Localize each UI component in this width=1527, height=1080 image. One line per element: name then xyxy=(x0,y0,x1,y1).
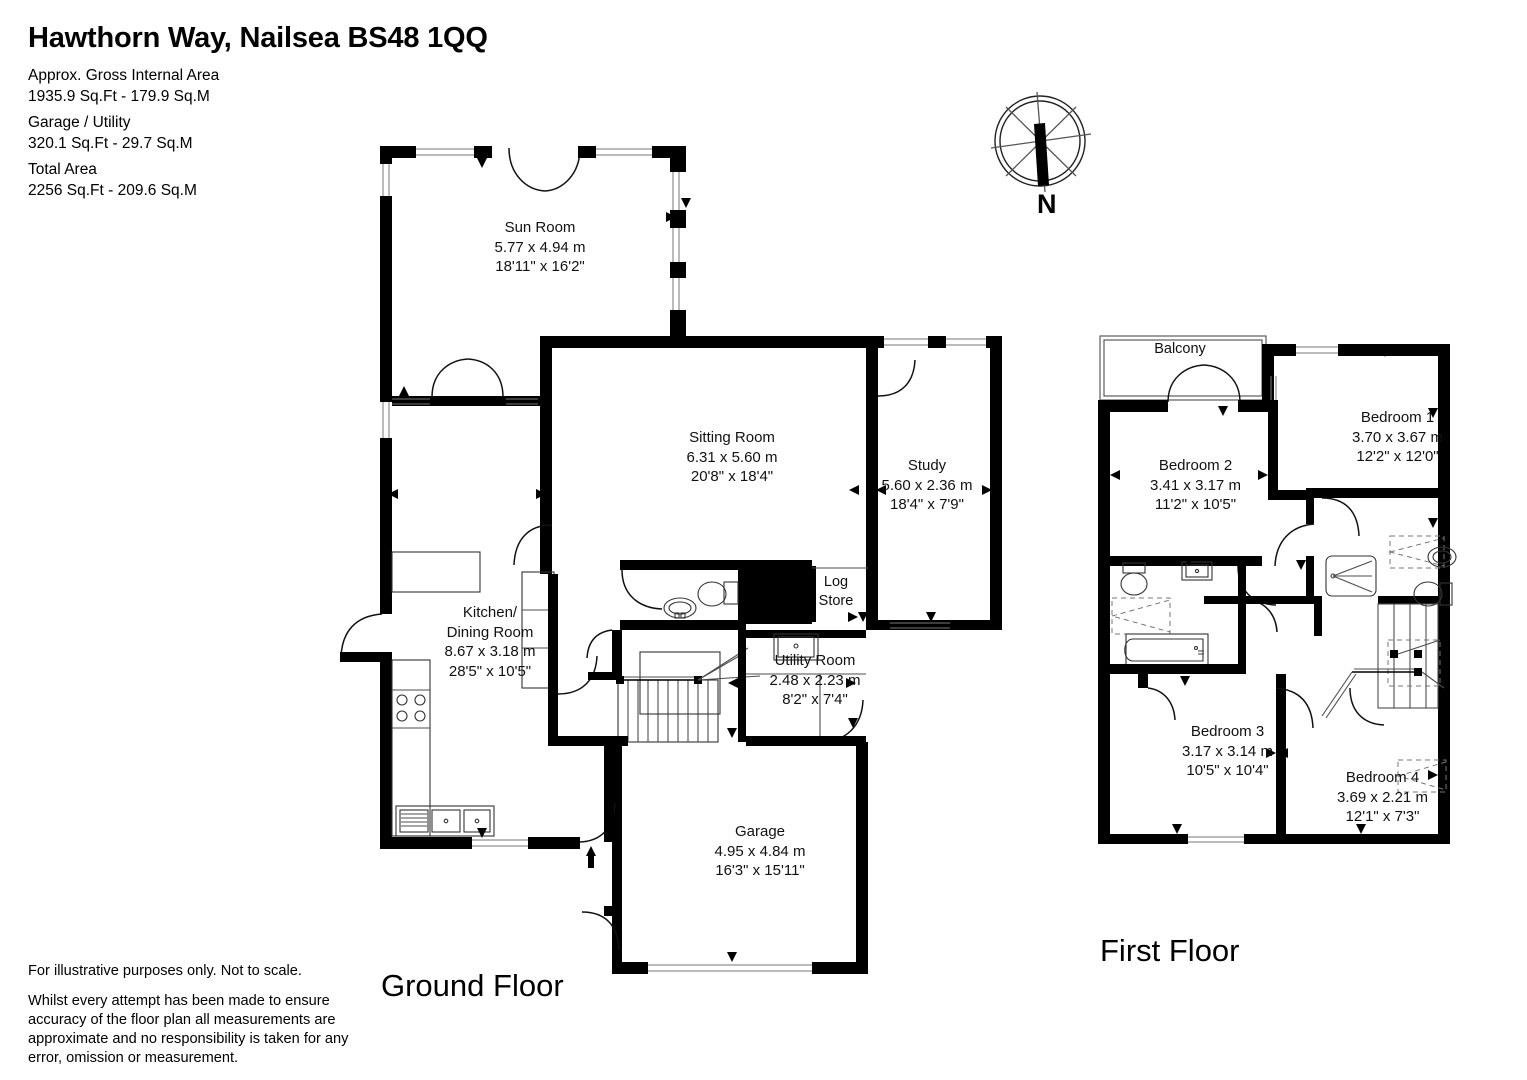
room-name-bedroom-3: Bedroom 3 xyxy=(1190,723,1265,740)
window-study-top-2 xyxy=(946,338,988,346)
room-metric-bedroom-3: 3.17 x 3.14 m xyxy=(1182,742,1273,760)
room-imperial-bedroom-3: 10'5" x 10'4" xyxy=(1186,762,1269,779)
window-bed1-left xyxy=(1270,376,1277,400)
room-name-utility-room: Utility Room xyxy=(774,652,856,669)
garage-door xyxy=(648,964,814,972)
area-label-total: Total Area xyxy=(28,161,97,178)
window-sunroom-right-3 xyxy=(672,278,680,310)
kitchen-sink xyxy=(395,805,495,837)
room-metric-sun-room: 5.77 x 4.94 m xyxy=(494,238,586,256)
room-label-sitting-room: Sitting Room 6.31 x 5.60 m 20'8" x 18'4" xyxy=(632,428,832,487)
first-floor-title: First Floor xyxy=(1100,933,1240,968)
ground-floor-title: Ground Floor xyxy=(381,968,564,1003)
window-bed1-top xyxy=(1296,346,1340,354)
ground-floor-plan xyxy=(340,146,1002,974)
room-name-balcony: Balcony xyxy=(1154,341,1206,357)
window-kitchen-bottom xyxy=(472,839,530,847)
window-sunroom-bottom-2 xyxy=(506,398,540,405)
disclaimer-line-1: For illustrative purposes only. Not to s… xyxy=(28,963,302,979)
room-name-log-store-line2: Store xyxy=(818,592,854,609)
room-metric-utility-room: 2.48 x 2.23 m xyxy=(769,671,861,689)
kitchen-counter-upper xyxy=(391,551,481,593)
room-label-study: Study 5.60 x 2.36 m 18'4" x 7'9" xyxy=(832,456,1022,515)
room-metric-study: 5.60 x 2.36 m xyxy=(881,476,973,494)
room-name-kitchen-line1: Kitchen/ xyxy=(462,604,518,621)
area-value-total: 2256 Sq.Ft - 209.6 Sq.M xyxy=(28,181,197,199)
room-imperial-sitting-room: 20'8" x 18'4" xyxy=(690,468,774,485)
window-study-bottom xyxy=(890,622,950,629)
area-summary-gross: Approx. Gross Internal Area 1935.9 Sq.Ft… xyxy=(28,66,219,107)
room-imperial-garage: 16'3" x 15'11" xyxy=(715,862,805,879)
area-summary-total: Total Area 2256 Sq.Ft - 209.6 Sq.M xyxy=(28,160,197,201)
room-imperial-bedroom-2: 11'2" x 10'5" xyxy=(1154,496,1237,513)
room-name-sitting-room: Sitting Room xyxy=(689,429,775,446)
dimension-arrows-first xyxy=(1110,347,1438,834)
room-imperial-bedroom-4: 12'1" x 7'3" xyxy=(1345,808,1420,825)
wc-toilet xyxy=(697,581,739,607)
compass-rose xyxy=(990,91,1092,193)
room-imperial-study: 18'4" x 7'9" xyxy=(890,496,964,513)
dimension-arrows-ground xyxy=(388,158,992,962)
window-sunroom-right-2 xyxy=(672,228,680,262)
room-label-bedroom-2: Bedroom 2 3.41 x 3.17 m 11'2" x 10'5" xyxy=(1108,456,1283,515)
compass-north-label: N xyxy=(1037,189,1057,219)
room-label-bedroom-4: Bedroom 4 3.69 x 2.21 m 12'1" x 7'3" xyxy=(1295,768,1470,827)
room-name-sun-room: Sun Room xyxy=(504,219,576,236)
area-value-gross: 1935.9 Sq.Ft - 179.9 Sq.M xyxy=(28,87,210,105)
room-metric-bedroom-1: 3.70 x 3.67 m xyxy=(1352,428,1443,446)
disclaimer-text: For illustrative purposes only. Not to s… xyxy=(28,962,358,1068)
window-sunroom-right-1 xyxy=(672,172,680,210)
room-label-utility-room: Utility Room 2.48 x 2.23 m 8'2" x 7'4" xyxy=(715,651,915,710)
room-name-kitchen-line2: Dining Room xyxy=(446,623,534,641)
room-name-log-store-line1: Log xyxy=(823,574,849,590)
room-name-bedroom-1: Bedroom 1 xyxy=(1360,409,1435,426)
wc-basin xyxy=(663,597,697,619)
room-imperial-kitchen: 28'5" x 10'5" xyxy=(448,662,532,680)
area-label-garage: Garage / Utility xyxy=(28,114,131,131)
window-sunroom-top-1 xyxy=(416,148,474,156)
room-name-bedroom-2: Bedroom 2 xyxy=(1158,457,1233,474)
window-sunroom-top-2 xyxy=(596,148,652,156)
room-metric-kitchen: 8.67 x 3.18 m xyxy=(444,643,536,660)
room-name-bedroom-4: Bedroom 4 xyxy=(1345,769,1420,786)
room-name-garage: Garage xyxy=(734,823,786,840)
window-sunroom-left-lower xyxy=(382,402,390,438)
room-metric-sitting-room: 6.31 x 5.60 m xyxy=(686,448,778,466)
room-imperial-sun-room: 18'11" x 16'2" xyxy=(495,258,585,275)
room-metric-bedroom-4: 3.69 x 2.21 m xyxy=(1337,788,1428,806)
room-imperial-bedroom-1: 12'2" x 12'0" xyxy=(1356,448,1439,465)
utility-sink xyxy=(773,633,819,661)
area-label-gross: Approx. Gross Internal Area xyxy=(28,67,220,84)
window-study-top-1 xyxy=(884,338,930,346)
area-summary-garage: Garage / Utility 320.1 Sq.Ft - 29.7 Sq.M xyxy=(28,113,193,154)
staircase-first xyxy=(1321,603,1445,719)
room-imperial-utility-room: 8'2" x 7'4" xyxy=(782,691,848,708)
bedroom4-wardrobe xyxy=(1396,759,1447,793)
room-label-balcony: Balcony xyxy=(1120,340,1240,359)
bathroom-fixtures xyxy=(1110,561,1213,667)
room-label-bedroom-3: Bedroom 3 3.17 x 3.14 m 10'5" x 10'4" xyxy=(1140,722,1315,781)
room-label-kitchen-dining: Kitchen/ Dining Room 8.67 x 3.18 m 28'5"… xyxy=(400,603,580,681)
room-metric-garage: 4.95 x 4.84 m xyxy=(714,842,806,860)
ensuite-fixtures xyxy=(1325,535,1457,607)
room-label-garage: Garage 4.95 x 4.84 m 16'3" x 15'11" xyxy=(670,822,850,881)
room-label-sun-room: Sun Room 5.77 x 4.94 m 18'11" x 16'2" xyxy=(440,218,640,277)
area-value-garage: 320.1 Sq.Ft - 29.7 Sq.M xyxy=(28,134,193,152)
disclaimer-line-2: Whilst every attempt has been made to en… xyxy=(28,992,349,1066)
room-label-bedroom-1: Bedroom 1 3.70 x 3.67 m 12'2" x 12'0" xyxy=(1310,408,1485,467)
room-label-log-store: Log Store xyxy=(790,573,882,611)
first-floor-plan xyxy=(1098,335,1457,844)
page-title: Hawthorn Way, Nailsea BS48 1QQ xyxy=(28,22,488,54)
window-sunroom-bottom-1 xyxy=(392,398,430,405)
window-sunroom-left xyxy=(382,164,390,196)
room-metric-bedroom-2: 3.41 x 3.17 m xyxy=(1150,476,1241,494)
room-name-study: Study xyxy=(907,457,947,474)
window-bed3-bottom xyxy=(1188,836,1246,843)
